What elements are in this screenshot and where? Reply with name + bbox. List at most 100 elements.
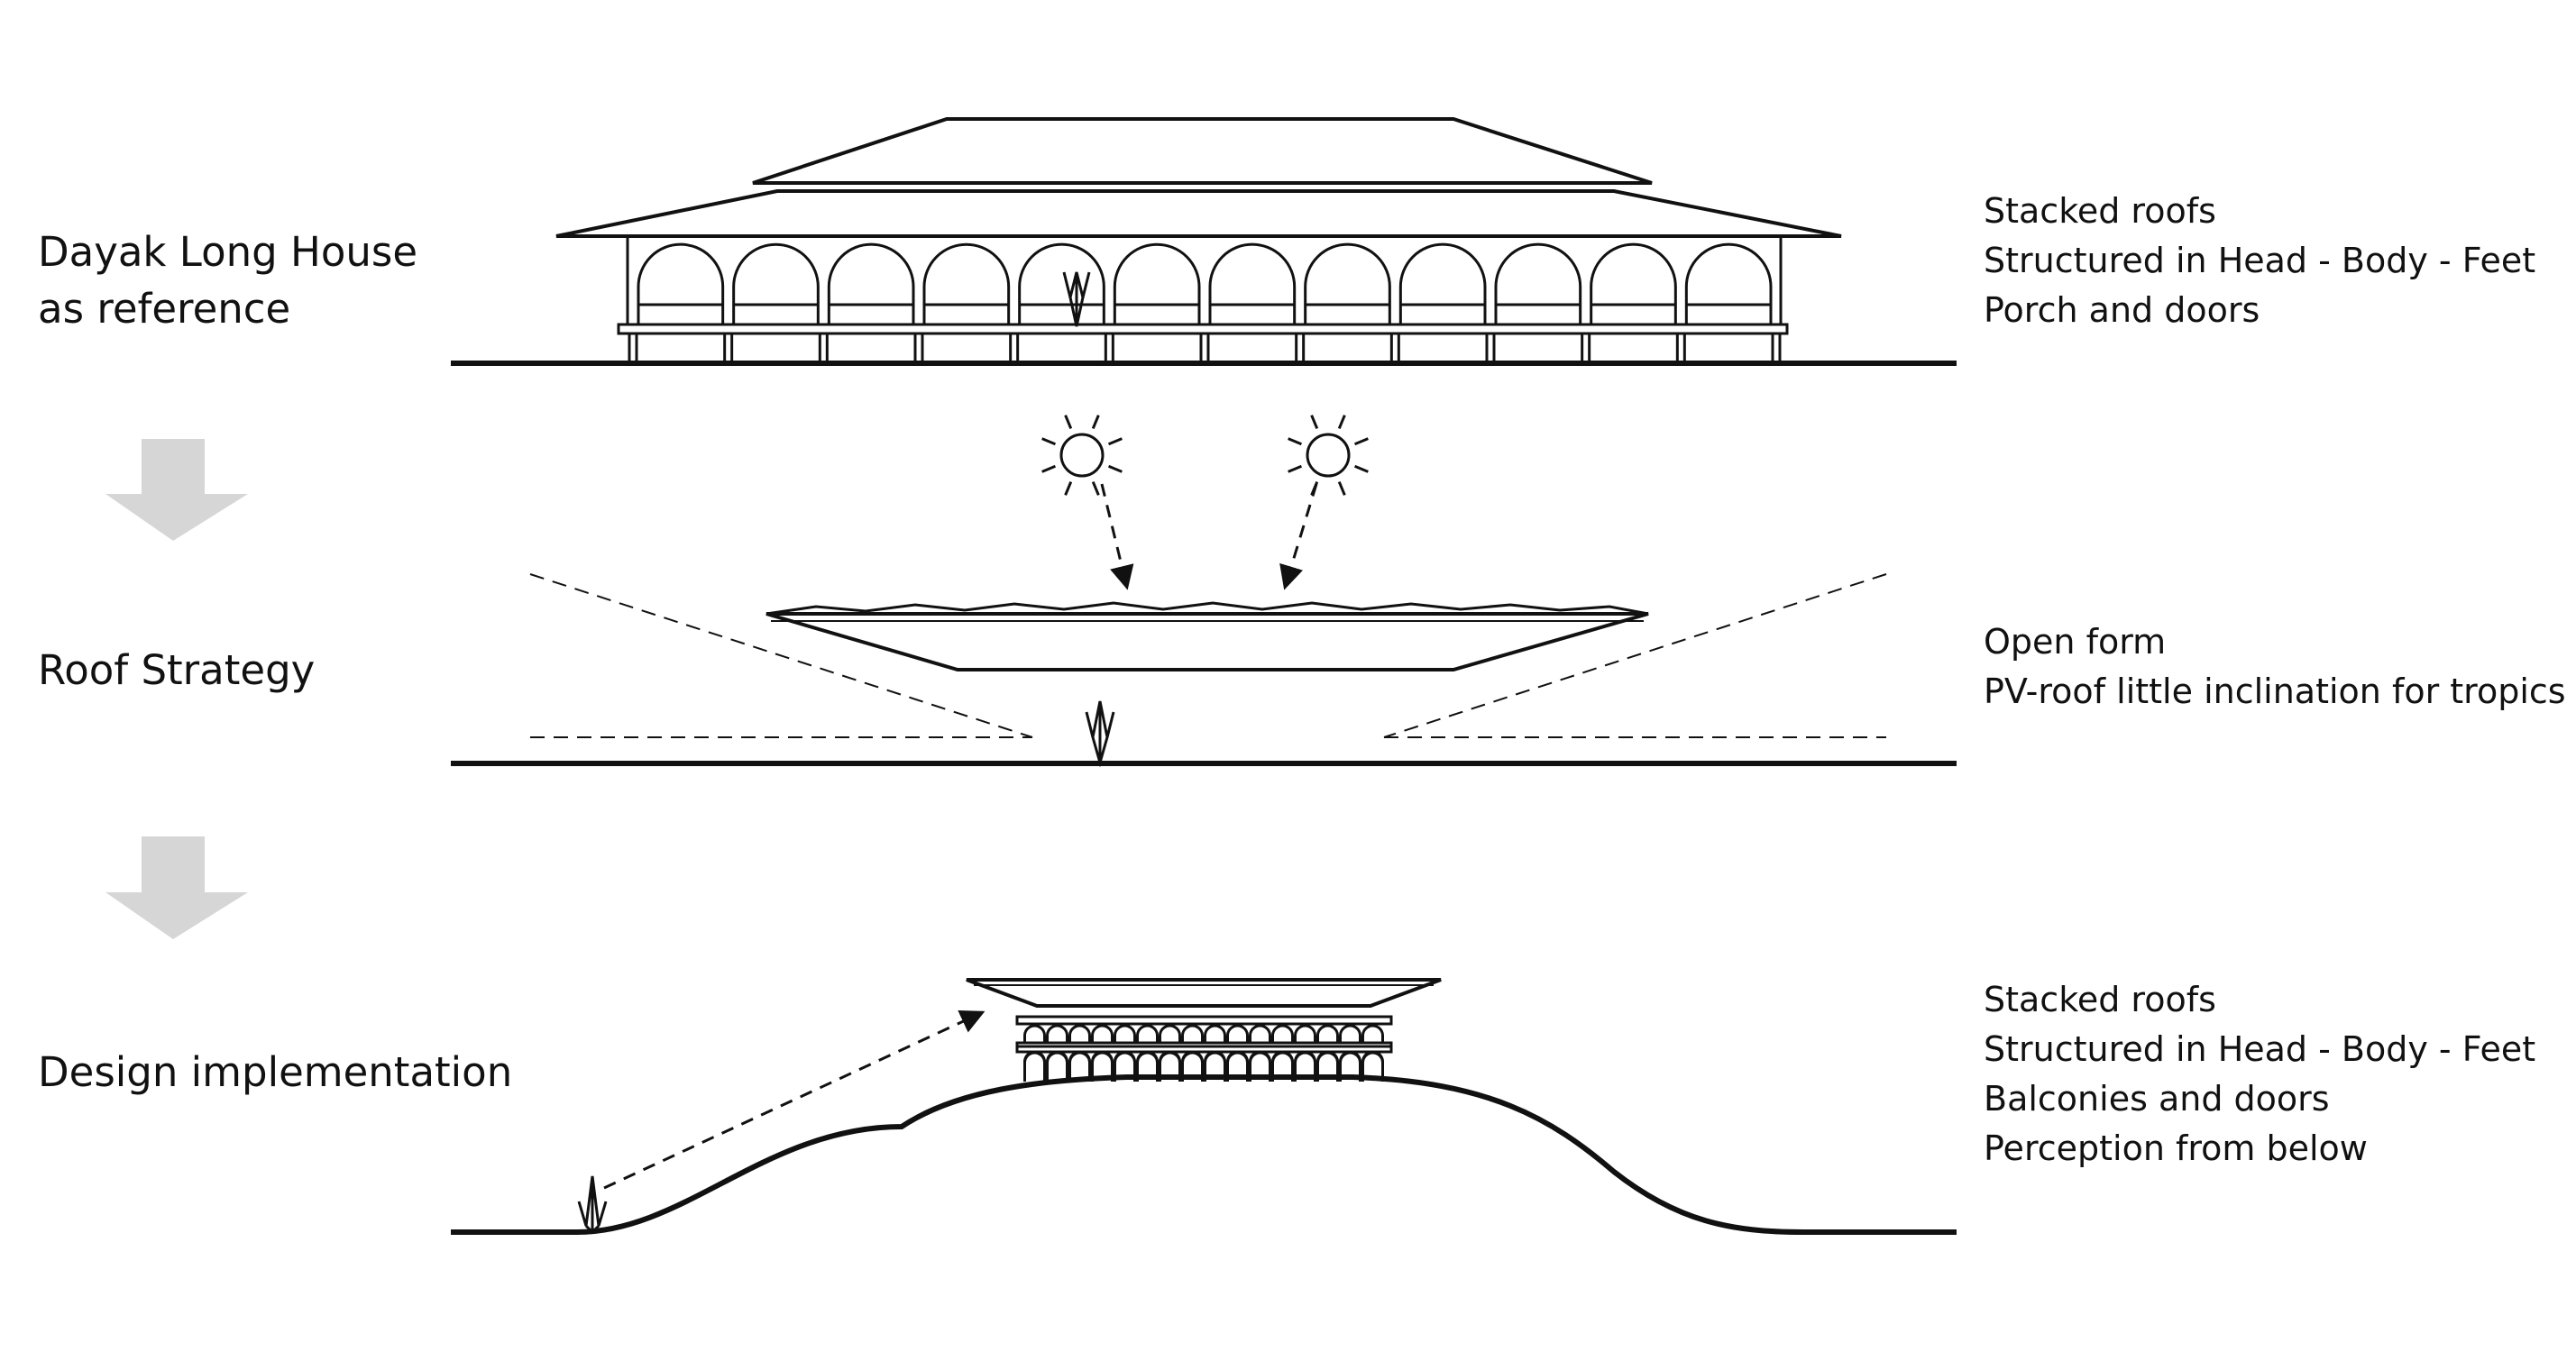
hill-ground [451,1074,1957,1235]
longhouse-upper-roof [752,117,1653,185]
building-arch [1046,1024,1068,1042]
row1-title-line2: as reference [38,285,291,333]
row1-title-line1: Dayak Long House [38,228,418,276]
sun-ray [1107,437,1123,446]
building-arch [1294,1024,1316,1042]
longhouse-lower-roof [555,189,1842,238]
longhouse-arch [1208,242,1297,326]
longhouse-arch [1398,242,1487,326]
building-arch [1046,1051,1068,1082]
sun-ray [1107,464,1123,473]
sun-ray-arrow-left [1100,483,1134,590]
building-arch [1226,1024,1249,1042]
sun-ray [1041,464,1057,473]
row3-notes: Stacked roofs Structured in Head - Body … [1984,975,2535,1174]
sun-ray [1310,415,1319,430]
longhouse-arch [827,242,915,326]
building-arch [1204,1024,1226,1042]
row1-notes: Stacked roofs Structured in Head - Body … [1984,187,2535,335]
sun-icon-left [1041,415,1123,496]
row3-note-2: Structured in Head - Body - Feet [1984,1029,2536,1069]
sightline-right [1383,573,1887,738]
building-arch [1271,1024,1294,1042]
longhouse-arches [637,242,1773,326]
building-arch [1068,1024,1091,1042]
sun-ray [1064,415,1073,430]
building-arch [1339,1024,1361,1042]
longhouse-arch [732,242,820,326]
longhouse-arch [922,242,1011,326]
row1-title: Dayak Long House as reference [38,224,417,337]
open-roof [765,612,1649,671]
building-arch [1249,1051,1271,1082]
process-arrow-2 [105,836,248,939]
person-icon-row3 [577,1175,608,1235]
row3-title-line1: Design implementation [38,1048,513,1096]
sightline-left [529,573,1033,738]
sun-ray [1288,437,1303,446]
building-arch [1091,1024,1114,1042]
building-arch [1181,1051,1204,1082]
row3-note-3: Balconies and doors [1984,1079,2330,1119]
row3-title: Design implementation [38,1044,512,1101]
person-icon-row2 [1085,700,1115,768]
building-arch [1136,1024,1159,1042]
row2-note-2: PV-roof little inclination for tropics [1984,671,2566,711]
longhouse-arch [1113,242,1201,326]
sun-ray [1288,464,1303,473]
building-arch [1114,1051,1136,1082]
roof-strategy-drawing [451,415,1957,768]
longhouse-stilts [628,333,1782,363]
longhouse-arch [637,242,725,326]
building-arch [1068,1051,1091,1082]
building-arch [1114,1024,1136,1042]
longhouse-arch [1590,243,1677,326]
building-arch [1181,1024,1204,1042]
building-arch [1136,1051,1159,1082]
row2-title: Roof Strategy [38,642,315,699]
sun-icon-right [1288,415,1369,496]
building-arch [1271,1051,1294,1082]
sun-ray [1091,415,1100,430]
building-arch [1023,1051,1046,1082]
sun-ray [1353,437,1369,446]
perception-arrow [603,1009,985,1190]
sun-ray [1091,480,1100,496]
building-arch [1361,1051,1384,1082]
row2-notes: Open form PV-roof little inclination for… [1984,617,2566,717]
person-icon-row1 [1062,271,1091,327]
sun-ray [1337,415,1346,430]
building-arch [1339,1051,1361,1082]
building-arch [1159,1051,1181,1082]
pv-panels [765,601,1649,616]
building-arch [1316,1024,1339,1042]
building-stack [966,978,1442,1082]
row3-note-4: Perception from below [1984,1128,2368,1168]
building-arch [1361,1024,1384,1042]
row1-note-2: Structured in Head - Body - Feet [1984,241,2536,280]
longhouse-drawing [451,117,1957,366]
longhouse-arch [1684,242,1773,326]
sun-ray [1041,437,1057,446]
sun-ray [1353,464,1369,473]
building-arch [1249,1024,1271,1042]
row2-note-1: Open form [1984,622,2167,662]
longhouse-arch [1304,243,1391,326]
building-arch [1226,1051,1249,1082]
building-arch [1091,1051,1114,1082]
sun-ray-arrow-right [1279,483,1318,590]
longhouse-arch [1494,242,1582,326]
row3-note-1: Stacked roofs [1984,980,2216,1019]
row1-note-1: Stacked roofs [1984,191,2216,231]
building-arch [1204,1051,1226,1082]
row2-title-line1: Roof Strategy [38,646,316,694]
building-arch [1159,1024,1181,1042]
building-arch [1023,1024,1046,1042]
longhouse-arch [1018,243,1105,326]
row1-note-3: Porch and doors [1984,290,2260,330]
building-arch [1316,1051,1339,1082]
sun-ray [1337,480,1346,496]
longhouse-porch-floor [617,323,1789,335]
